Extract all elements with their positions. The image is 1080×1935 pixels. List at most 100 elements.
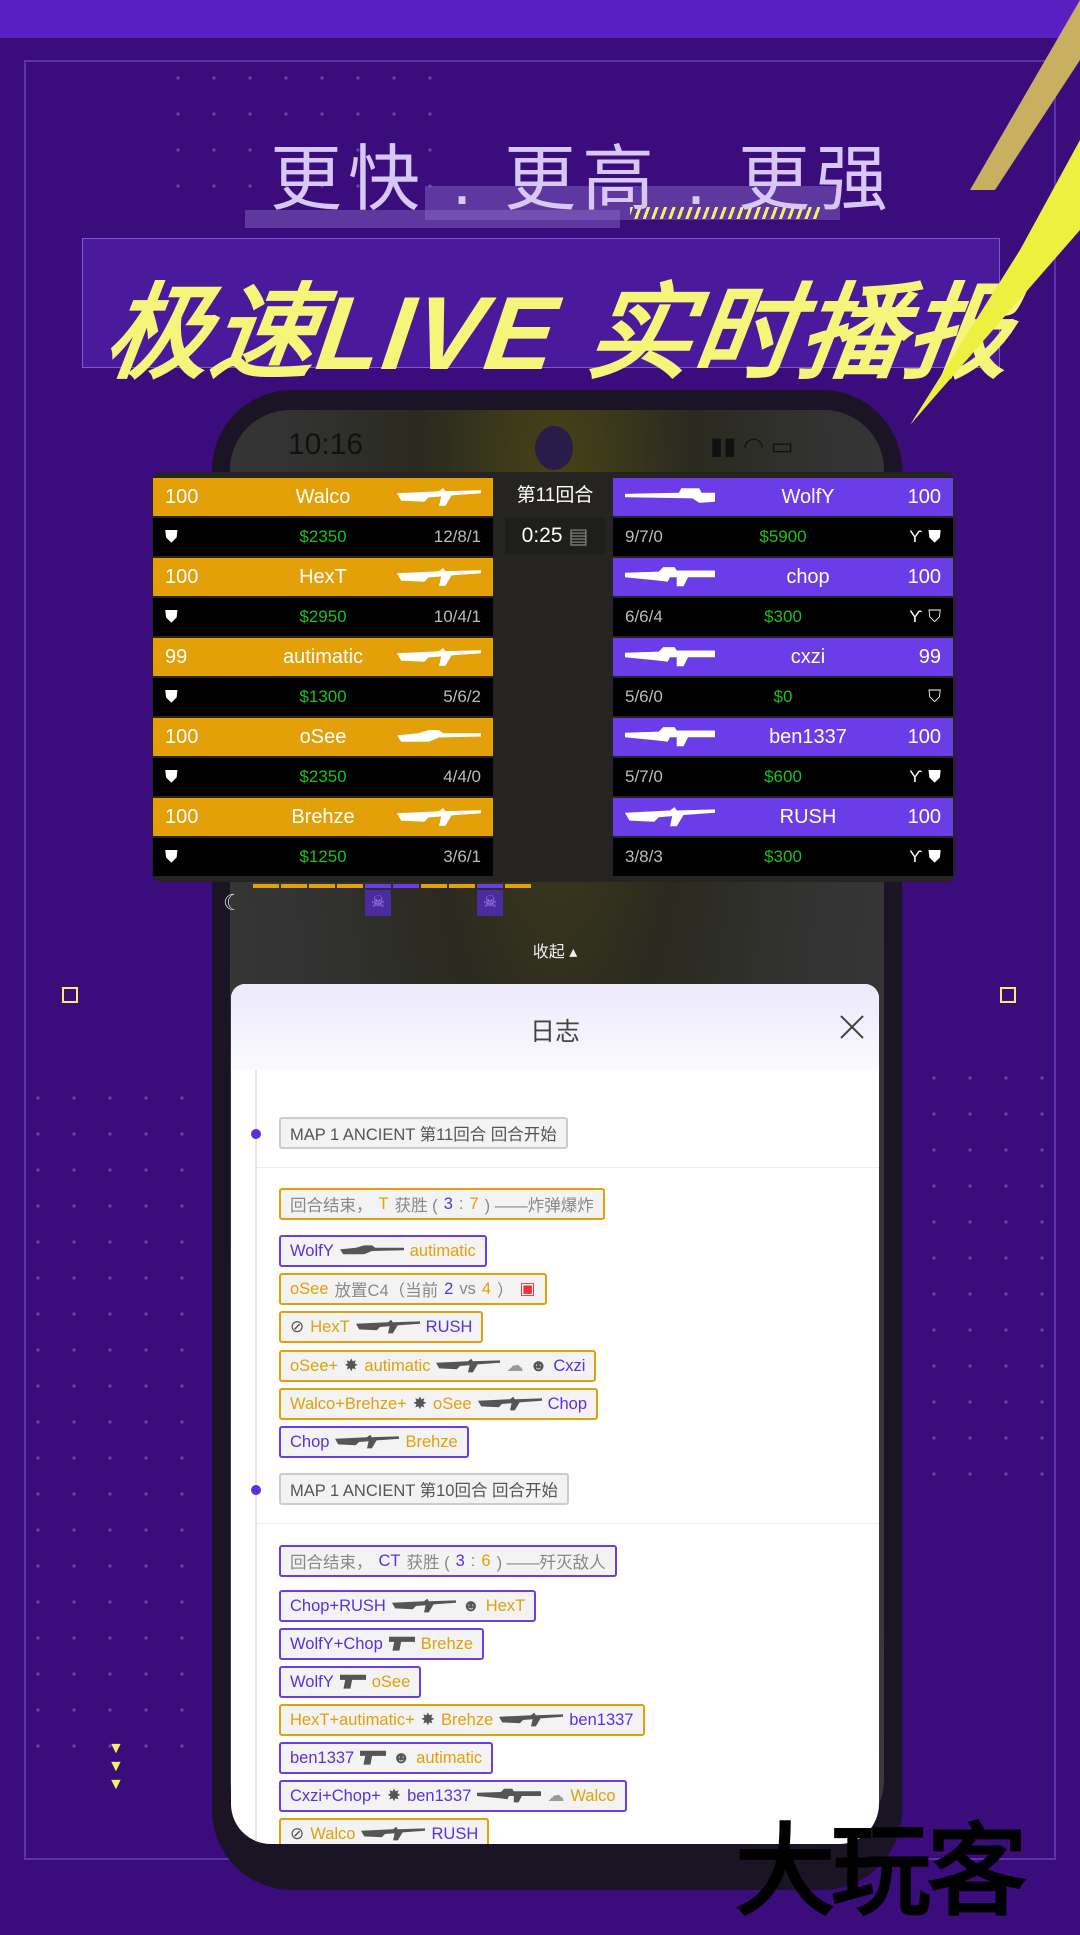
timeline-dot xyxy=(251,1129,261,1139)
flashbang-icon: ✸ xyxy=(344,1356,359,1375)
collapse-button[interactable]: 收起 ▴ xyxy=(532,944,578,961)
log-text: ） xyxy=(497,1282,514,1300)
round-result xyxy=(309,884,335,888)
player-money: $2350 xyxy=(299,767,347,786)
round-start-entry: MAP 1 ANCIENT 第10回合 回合开始 xyxy=(279,1473,570,1505)
round-result-bar xyxy=(477,884,503,888)
sniper-weapon-icon xyxy=(339,1245,404,1255)
round-result xyxy=(337,884,363,888)
log-text: 3 xyxy=(443,1194,453,1213)
log-text: ben1337 xyxy=(290,1748,355,1767)
log-text: oSee+ xyxy=(290,1356,339,1375)
m4-weapon-icon xyxy=(625,567,715,587)
battery-icon: ▭ xyxy=(770,433,794,460)
player-money: $5900 xyxy=(759,527,807,546)
player-hp: 100 xyxy=(907,565,941,588)
helmet-armor-icon: ⛊ xyxy=(928,767,941,786)
player-hp: 100 xyxy=(907,805,941,828)
round-result xyxy=(253,884,279,888)
helmet-armor-icon: ⛊ xyxy=(928,847,941,866)
vest-armor-icon: ⛉ xyxy=(928,687,941,706)
log-text: WolfY+Chop xyxy=(290,1634,383,1653)
rifle-weapon-icon xyxy=(391,1598,456,1613)
decor-square xyxy=(62,987,78,1003)
log-text: HexT+autimatic+ xyxy=(290,1710,415,1729)
rifle-weapon-icon xyxy=(499,1712,564,1727)
log-text: ) ——歼灭敌人 xyxy=(496,1554,606,1572)
log-text: oSee xyxy=(371,1672,411,1691)
round-result: ☠ xyxy=(365,884,391,916)
player-hp: 100 xyxy=(165,725,199,748)
round-result xyxy=(505,884,531,888)
log-header: 日志 xyxy=(231,984,879,1070)
round-result-bar xyxy=(393,884,419,888)
log-text: RUSH xyxy=(425,1317,473,1336)
log-text: Brehze xyxy=(405,1432,458,1451)
flashbang-icon: ✸ xyxy=(386,1786,402,1805)
player-hp: 100 xyxy=(165,565,199,588)
m4a1s-weapon-icon xyxy=(625,647,715,667)
rifle-weapon-icon xyxy=(361,1826,426,1841)
defuse-kit-icon: ϒ xyxy=(909,767,923,786)
player-kda: 4/4/0 xyxy=(443,767,481,786)
player-money: $300 xyxy=(764,607,802,626)
blind-icon: ⊘ xyxy=(290,1824,305,1843)
helmet-armor-icon: ⛊ xyxy=(165,847,178,866)
log-divider xyxy=(257,1523,879,1524)
log-text: Walco xyxy=(570,1786,616,1805)
round-result-bar xyxy=(337,884,363,888)
round-result xyxy=(393,884,419,888)
player-hp: 99 xyxy=(918,645,941,668)
player-name: WolfY xyxy=(781,485,835,508)
player-header: WolfY 100 xyxy=(613,478,953,516)
player-hp: 100 xyxy=(907,485,941,508)
ak47-weapon-icon xyxy=(397,567,481,586)
round-start-entry: MAP 1 ANCIENT 第11回合 回合开始 xyxy=(279,1117,568,1149)
signal-icon: ▮▮ xyxy=(710,433,737,460)
player-kda: 3/6/1 xyxy=(443,847,481,866)
log-text: 7 xyxy=(469,1194,479,1213)
dot-pattern xyxy=(160,60,460,200)
log-text: autimatic xyxy=(416,1748,483,1767)
ak47-weapon-icon xyxy=(625,807,715,827)
lightning-bolt-icon xyxy=(910,0,1080,425)
wifi-icon: ◠ xyxy=(743,433,765,460)
log-text: Walco+Brehze+ xyxy=(290,1394,407,1413)
c4-icon: ▣ xyxy=(519,1279,536,1298)
round-history: ☠☠ xyxy=(253,884,531,916)
close-icon[interactable] xyxy=(839,1014,865,1040)
round-result xyxy=(449,884,475,888)
headline-banner xyxy=(82,238,1000,368)
log-entry: ben1337☻autimatic xyxy=(279,1742,494,1774)
defuse-kit-icon: ϒ xyxy=(909,527,923,546)
status-time: 10:16 xyxy=(288,428,364,461)
timer-value: 0:25 xyxy=(521,524,563,547)
player-kda: 12/8/1 xyxy=(433,527,481,546)
player-kda: 5/6/2 xyxy=(443,687,481,706)
rifle-weapon-icon xyxy=(436,1358,501,1373)
